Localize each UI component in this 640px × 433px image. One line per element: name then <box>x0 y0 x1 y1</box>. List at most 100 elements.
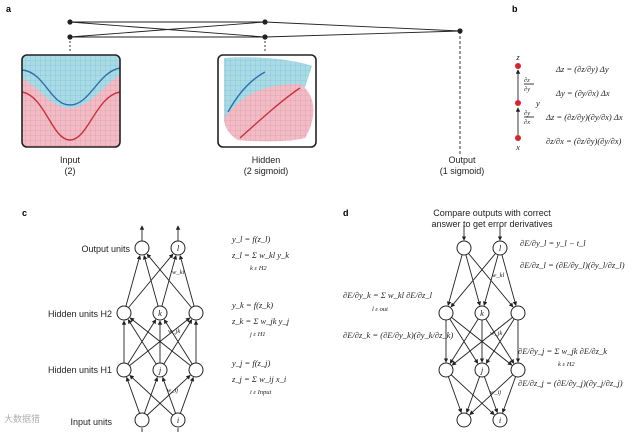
fwd-edge <box>129 374 174 416</box>
backward-equations-right: ∂E/∂y_l = y_l − t_l ∂E/∂z_l = (∂E/∂y_l)(… <box>518 238 625 388</box>
bwd-eq-r4: k ε H2 <box>558 361 575 368</box>
bwd-edge <box>449 318 479 364</box>
bwd-eq-l2: l ε out <box>372 306 388 313</box>
input-space-plot <box>21 54 121 148</box>
chain-eq-2: Δy = (∂y/∂x) Δx <box>555 88 610 98</box>
fwd-edge <box>178 254 195 307</box>
bwd-eq-l1: ∂E/∂y_k = Σ w_kl ∂E/∂z_l <box>343 290 433 300</box>
hidden-caption: Hidden <box>252 155 281 165</box>
fwd-edge <box>146 374 191 416</box>
input-caption-count: (2) <box>65 166 76 176</box>
bwd-node <box>456 412 472 428</box>
fwd-eq-output-3: k ε H2 <box>250 265 267 272</box>
fwd-edge <box>161 254 178 307</box>
forward-equations: y_l = f(z_l) z_l = Σ w_kl y_k k ε H2 y_k… <box>231 234 290 396</box>
fwd-eq-h2-1: y_k = f(z_k) <box>231 300 273 310</box>
bwd-edge <box>483 376 499 414</box>
weight-wkl-c: w_kl <box>172 269 184 276</box>
compare-caption-2: answer to get error derivatives <box>431 219 553 229</box>
fwd-eq-h1-1: y_j = f(z_j) <box>231 358 270 368</box>
panel-d-label: d <box>343 208 349 218</box>
hidden-space-plot <box>217 54 317 148</box>
fwd-node <box>134 240 150 256</box>
fwd-node <box>188 305 204 321</box>
fwd-edge <box>143 376 159 414</box>
bwd-edge <box>485 318 515 364</box>
bwd-node <box>438 362 454 378</box>
fwd-node <box>170 240 186 256</box>
layer-label-h1: Hidden units H1 <box>48 365 112 375</box>
bwd-eq-l3: ∂E/∂z_k = (∂E/∂y_k)(∂y_k/∂z_k) <box>343 330 453 340</box>
bwd-node <box>510 305 526 321</box>
fwd-eq-h1-2: z_j = Σ w_ij x_i <box>231 374 287 384</box>
backward-equations-left: ∂E/∂y_k = Σ w_kl ∂E/∂z_l l ε out ∂E/∂z_k… <box>343 290 453 340</box>
output-caption-count: (1 sigmoid) <box>440 166 485 176</box>
bwd-edge <box>501 254 518 307</box>
node-z-label: z <box>515 52 520 62</box>
weight-wkl-d: w_kl <box>492 272 504 279</box>
fwd-node <box>188 362 204 378</box>
fwd-eq-output-2: z_l = Σ w_kl y_k <box>231 250 289 260</box>
panel-c-label: c <box>22 208 27 218</box>
bwd-edge <box>485 318 515 364</box>
fwd-node <box>134 412 150 428</box>
bwd-edge <box>469 374 514 416</box>
bwd-eq-r3: ∂E/∂y_j = Σ w_jk ∂E/∂z_k <box>518 346 607 356</box>
fwd-edge <box>127 319 157 365</box>
bwd-edge <box>450 253 496 308</box>
fwd-edge <box>127 319 157 365</box>
fwd-node-letter: l <box>177 243 180 253</box>
weight-wij-d: w_ij <box>490 389 501 396</box>
bwd-node <box>492 240 508 256</box>
fwd-eq-h1-3: i ε Input <box>250 389 272 396</box>
fwd-node <box>152 362 168 378</box>
bwd-node <box>438 305 454 321</box>
fwd-edge <box>163 319 193 365</box>
bwd-node-letter: k <box>480 308 484 318</box>
chain-eq-1: Δz = (∂z/∂y) Δy <box>555 64 609 74</box>
bwd-eq-r1: ∂E/∂y_l = y_l − t_l <box>520 238 586 248</box>
watermark: 大数据猎 <box>4 413 40 424</box>
panel-b-label: b <box>512 4 518 14</box>
layer-label-output: Output units <box>81 244 130 254</box>
bwd-edge <box>465 376 481 414</box>
bwd-edge <box>447 376 463 414</box>
fwd-node-letter: i <box>177 415 180 425</box>
fwd-eq-h2-2: z_k = Σ w_jk y_j <box>231 316 290 326</box>
bwd-node <box>492 412 508 428</box>
weight-wjk-c: w_jk <box>168 328 180 335</box>
fwd-eq-output-1: y_l = f(z_l) <box>231 234 270 244</box>
chain-eq-3: Δz = (∂z/∂y)(∂y/∂x) Δx <box>545 112 623 122</box>
bwd-node <box>456 240 472 256</box>
bwd-node-letter: j <box>480 365 484 375</box>
edge-yx-num: ∂y <box>524 110 530 117</box>
panel-a-label: a <box>6 4 12 14</box>
fwd-edge <box>179 376 195 414</box>
node-x-label: x <box>515 142 520 152</box>
fwd-node <box>170 412 186 428</box>
fwd-edge <box>161 376 177 414</box>
fwd-node <box>116 305 132 321</box>
bwd-node <box>474 362 490 378</box>
edge-yx-den: ∂x <box>524 119 530 126</box>
input-caption: Input <box>60 155 81 165</box>
bwd-node-letter: i <box>499 415 502 425</box>
bwd-edge <box>501 376 517 414</box>
edge-zy-den: ∂y <box>524 86 530 93</box>
fwd-edge <box>129 317 191 367</box>
bwd-edge <box>482 254 499 307</box>
bwd-edge <box>450 374 495 416</box>
bwd-edge <box>449 318 479 364</box>
output-caption: Output <box>448 155 476 165</box>
node-y-label: y <box>535 98 540 108</box>
weight-wij-c: w_ij <box>167 387 178 394</box>
hidden-caption-count: (2 sigmoid) <box>244 166 289 176</box>
layer-label-input: Input units <box>70 417 112 427</box>
bwd-eq-r2: ∂E/∂z_l = (∂E/∂y_l)(∂y_l/∂z_l) <box>520 260 625 270</box>
weight-wjk-d: w_jk <box>490 330 502 337</box>
panel-a-network <box>67 19 463 155</box>
chain-eq-4: ∂z/∂x = (∂z/∂y)(∂y/∂x) <box>546 136 621 146</box>
edge-zy-num: ∂z <box>524 77 530 84</box>
